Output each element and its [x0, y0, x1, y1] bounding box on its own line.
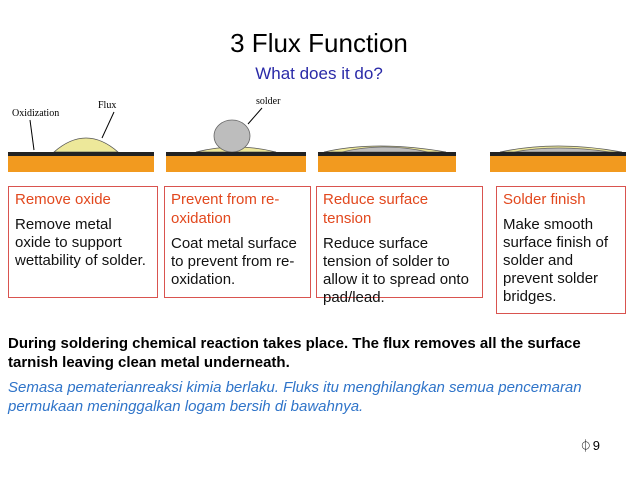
- flux-label: Flux: [98, 100, 116, 111]
- box-remove-oxide: Remove oxide Remove metal oxide to suppo…: [8, 186, 158, 298]
- slide-subtitle: What does it do?: [255, 64, 383, 83]
- box-body: Reduce surface tension of solder to allo…: [323, 235, 469, 306]
- box-heading: Remove oxide: [15, 191, 111, 208]
- box-body: Coat metal surface to prevent from re-ox…: [171, 235, 297, 288]
- box-reduce-surface-tension: Reduce surface tension Reduce surface te…: [316, 186, 483, 306]
- box-heading: Prevent from re-oxidation: [171, 191, 280, 227]
- panel-spreading: [318, 145, 456, 172]
- panel-finish: [490, 145, 626, 172]
- box-body: Remove metal oxide to support wettabilit…: [15, 216, 146, 269]
- description-english: During soldering chemical reaction takes…: [8, 335, 581, 371]
- page-number: ⏀9: [580, 437, 600, 454]
- box-solder-finish: Solder finish Make smooth surface finish…: [496, 186, 626, 314]
- flux-process-illustration: Oxidization Flux solder: [8, 96, 626, 172]
- flux-diagram: Oxidization Flux solder: [6, 94, 626, 330]
- page-number-value: 9: [592, 438, 600, 453]
- slide-title: 3 Flux Function: [230, 28, 408, 58]
- box-heading: Solder finish: [503, 191, 586, 208]
- oxidization-label: Oxidization: [12, 108, 59, 119]
- page-symbol-icon: ⏀: [579, 439, 592, 453]
- solder-label: solder: [256, 96, 281, 107]
- panel-oxidization: Oxidization Flux: [8, 100, 154, 172]
- box-body: Make smooth surface finish of solder and…: [503, 216, 609, 305]
- panel-solder-ball: solder: [166, 96, 306, 172]
- box-heading: Reduce surface tension: [323, 191, 429, 227]
- description-malay: Semasa pematerianreaksi kimia berlaku. F…: [8, 379, 582, 415]
- box-prevent-reoxidation: Prevent from re-oxidation Coat metal sur…: [164, 186, 311, 298]
